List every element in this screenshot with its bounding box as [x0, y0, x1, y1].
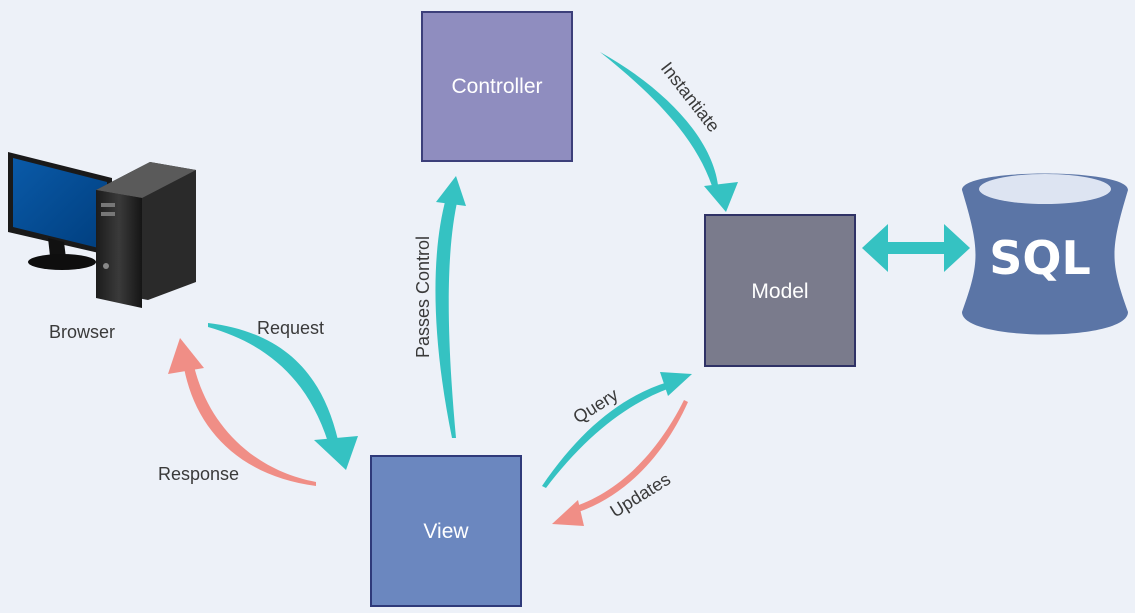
- response-label: Response: [158, 464, 239, 484]
- request-arrow: [208, 323, 358, 470]
- response-arrow-head: [168, 338, 204, 374]
- monitor-screen: [13, 158, 107, 250]
- query-arrow-body: [542, 382, 670, 488]
- view-box: [370, 455, 522, 607]
- database-cylinder: [962, 173, 1128, 335]
- passes-control-arrow: [435, 176, 466, 438]
- updates-label: Updates: [607, 469, 674, 521]
- controller-label: Controller: [451, 75, 542, 98]
- response-arrow: [168, 338, 316, 486]
- instantiate-label: Instantiate: [657, 58, 724, 136]
- database-top: [979, 174, 1111, 204]
- controller-box: [421, 11, 573, 162]
- passes-control-label: Passes Control: [413, 236, 433, 358]
- model-sql-arrow-head-left: [862, 224, 888, 272]
- tower-front: [96, 190, 142, 308]
- computer-icon: [8, 152, 196, 308]
- monitor-stand: [48, 238, 66, 258]
- model-node: Model: [704, 214, 856, 367]
- passes-control-arrow-body: [435, 198, 458, 438]
- drive-bay-1: [101, 203, 115, 207]
- updates-arrow: [552, 400, 688, 526]
- response-arrow-body: [184, 366, 316, 486]
- monitor-base: [28, 254, 96, 270]
- sql-database-node: SQL: [962, 173, 1128, 335]
- query-arrow: [542, 372, 692, 488]
- database-label: SQL: [989, 231, 1091, 285]
- view-label: View: [423, 520, 469, 543]
- model-label: Model: [751, 280, 808, 303]
- tower-top: [96, 162, 196, 198]
- passes-control-arrow-head: [436, 176, 466, 206]
- request-arrow-head: [314, 436, 358, 470]
- updates-arrow-head: [552, 500, 584, 526]
- query-label: Query: [570, 384, 622, 427]
- query-arrow-head: [660, 372, 692, 396]
- instantiate-arrow-head: [704, 182, 738, 212]
- browser-label: Browser: [49, 322, 115, 342]
- view-node: View: [370, 455, 522, 607]
- request-label: Request: [257, 318, 324, 338]
- request-arrow-body: [208, 323, 338, 442]
- instantiate-arrow: [600, 52, 738, 212]
- model-sql-arrow-shaft: [884, 242, 946, 254]
- model-sql-arrow-head-right: [944, 224, 970, 272]
- drive-bay-2: [101, 212, 115, 216]
- controller-node: Controller: [421, 11, 573, 162]
- model-sql-arrow: [862, 224, 970, 272]
- power-button: [103, 263, 109, 269]
- model-box: [704, 214, 856, 367]
